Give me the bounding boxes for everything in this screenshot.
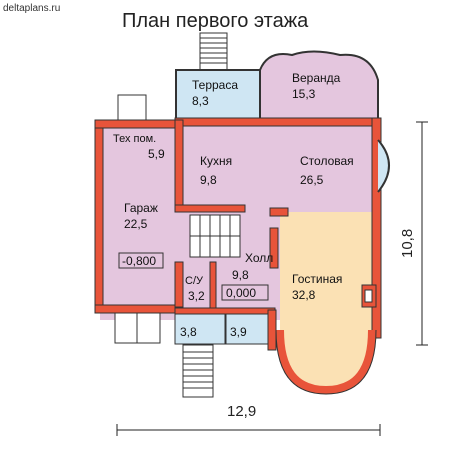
garage-area: 22,5 <box>124 217 148 231</box>
veranda-room <box>259 50 379 121</box>
side-porch <box>117 94 147 121</box>
hall-area: 9,8 <box>232 268 249 282</box>
site-watermark: deltaplans.ru <box>3 3 60 14</box>
entrance-stairs <box>182 344 214 398</box>
wc-name: С/У <box>185 275 204 287</box>
living-area: 32,8 <box>292 288 316 302</box>
garage-level-box <box>118 252 164 269</box>
wc-area: 3,2 <box>188 289 205 303</box>
hall-level: 0,000 <box>226 286 256 300</box>
dining-name: Столовая <box>300 154 354 168</box>
width-dimension <box>116 424 381 436</box>
width-label: 12,9 <box>227 403 256 420</box>
dining-bay-window <box>377 139 390 193</box>
depth-dimension <box>416 121 428 346</box>
page-title: План первого этажа <box>122 10 309 32</box>
tech-area: 5,9 <box>148 147 165 161</box>
vestibule-left-area: 3,8 <box>180 325 197 339</box>
vestibule-right-area: 3,9 <box>230 325 247 339</box>
dining-area: 26,5 <box>300 173 324 187</box>
veranda-name: Веранда <box>292 71 341 85</box>
outer-walls <box>94 117 382 395</box>
veranda-area: 15,3 <box>292 87 316 101</box>
vestibule-left <box>174 313 226 345</box>
interior-staircase <box>189 214 241 258</box>
tech-room <box>100 128 180 168</box>
interior-walls <box>174 119 289 351</box>
kitchen-area: 9,8 <box>200 173 217 187</box>
living-name: Гостиная <box>292 272 342 286</box>
tech-name: Тех пом. <box>113 133 156 145</box>
vestibule-right <box>225 313 269 345</box>
kitchen-name: Кухня <box>200 154 232 168</box>
garage-room <box>100 168 180 305</box>
hall-name: Холл <box>245 251 273 265</box>
living-room <box>280 212 372 388</box>
garage-level: -0,800 <box>122 254 156 268</box>
depth-label: 10,8 <box>399 229 416 258</box>
hall-level-box <box>221 284 269 301</box>
terrace-stairs <box>199 32 228 72</box>
terrace-area: 8,3 <box>192 94 209 108</box>
garage-name: Гараж <box>124 201 158 215</box>
terrace-name: Терраса <box>192 78 238 92</box>
